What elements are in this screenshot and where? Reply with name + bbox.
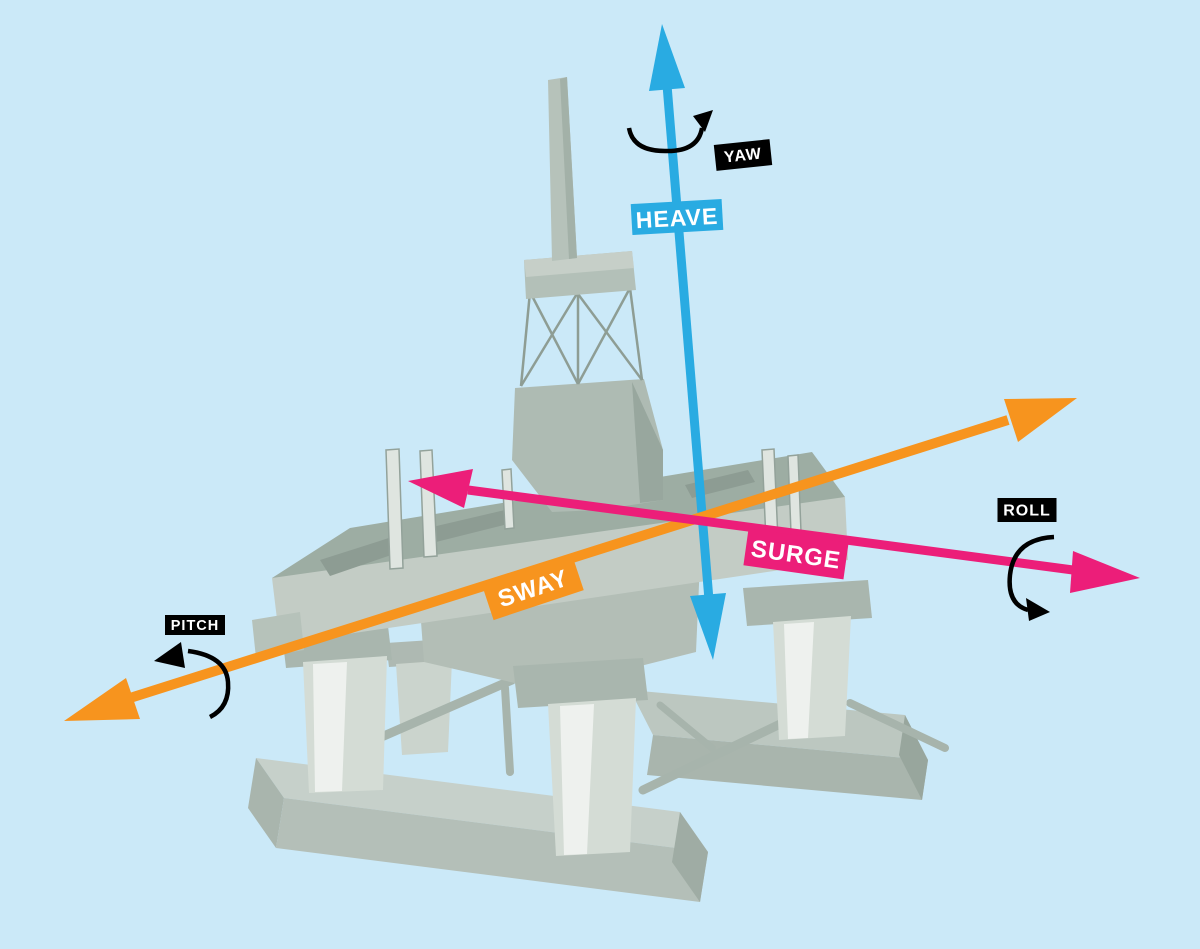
sway-label-box bbox=[482, 555, 584, 621]
pitch-label: PITCH bbox=[165, 615, 225, 635]
roll-label: ROLL bbox=[997, 498, 1057, 522]
roll-arc-head bbox=[1026, 598, 1050, 621]
pitch-arc bbox=[187, 648, 231, 720]
heave-arrowhead-up bbox=[649, 24, 685, 91]
brace-center bbox=[501, 684, 514, 776]
sway-arrowhead-left bbox=[64, 678, 140, 721]
front-pontoon-end bbox=[248, 758, 284, 848]
front-pontoon-right-shade bbox=[672, 812, 708, 902]
derrick-base-front bbox=[512, 379, 663, 512]
brace-far-right bbox=[846, 699, 949, 752]
derrick-base bbox=[512, 379, 663, 512]
surge-label: SURGE bbox=[743, 528, 849, 580]
derrick-top bbox=[524, 77, 636, 299]
deck-hatch-2 bbox=[428, 510, 512, 542]
surge-arrowhead-right bbox=[1070, 551, 1140, 593]
derrick-lattice bbox=[519, 287, 644, 387]
lattice-brace-2 bbox=[519, 291, 580, 387]
roll-rotation-arrow bbox=[1007, 534, 1055, 621]
roll-label-text: ROLL bbox=[1003, 503, 1051, 520]
pipe-1 bbox=[385, 448, 404, 570]
yaw-label-text: YAW bbox=[723, 146, 763, 167]
lattice-brace-3 bbox=[576, 293, 644, 381]
surge-label-box bbox=[743, 528, 849, 580]
yaw-label: YAW bbox=[713, 139, 773, 171]
heave-arrowhead-down bbox=[690, 593, 726, 660]
deck-mid-underblock bbox=[420, 562, 700, 690]
cross-braces bbox=[365, 675, 949, 795]
derrick-base-side bbox=[632, 382, 663, 503]
brace-left bbox=[365, 675, 517, 747]
brace-right-lower bbox=[638, 707, 810, 795]
heave-label: HEAVE bbox=[630, 198, 724, 236]
surge-axis bbox=[408, 469, 1140, 593]
pitch-label-text: PITCH bbox=[171, 618, 220, 634]
lattice-brace-4 bbox=[576, 287, 632, 385]
center-leg-highlight bbox=[560, 704, 594, 855]
heave-label-text: HEAVE bbox=[635, 203, 719, 234]
yaw-rotation-arrow bbox=[626, 110, 713, 154]
lattice-brace-1 bbox=[528, 291, 580, 385]
roll-arc bbox=[1007, 534, 1055, 613]
lattice-right-leg bbox=[628, 287, 644, 381]
mast-shade bbox=[560, 77, 577, 259]
front-left-leg-highlight bbox=[313, 662, 347, 792]
pitch-rotation-arrow bbox=[154, 642, 231, 720]
front-pontoon-front bbox=[276, 798, 708, 902]
yaw-label-box bbox=[713, 139, 773, 171]
brace-right-upper bbox=[656, 701, 716, 752]
lattice-left-leg bbox=[519, 291, 532, 387]
right-leg bbox=[743, 580, 872, 740]
center-leg bbox=[513, 658, 648, 856]
deck-hatch-1 bbox=[320, 537, 400, 576]
pitch-label-box bbox=[165, 615, 225, 635]
right-leg-highlight bbox=[784, 622, 814, 739]
yaw-arc-head bbox=[693, 110, 713, 132]
heave-label-box bbox=[630, 198, 724, 236]
surge-arrowhead-left bbox=[408, 469, 473, 508]
derrick-cap-top bbox=[524, 251, 634, 277]
rear-pontoon-end bbox=[899, 715, 928, 800]
roll-label-box bbox=[997, 498, 1057, 522]
center-leg-cap bbox=[513, 658, 648, 708]
rear-leg-body bbox=[396, 660, 452, 755]
yaw-arc bbox=[626, 127, 705, 154]
right-leg-cap bbox=[743, 580, 872, 626]
sway-arrowhead-right bbox=[1004, 398, 1077, 442]
pitch-arc-head bbox=[154, 642, 185, 668]
surge-axis-line bbox=[467, 485, 1074, 575]
